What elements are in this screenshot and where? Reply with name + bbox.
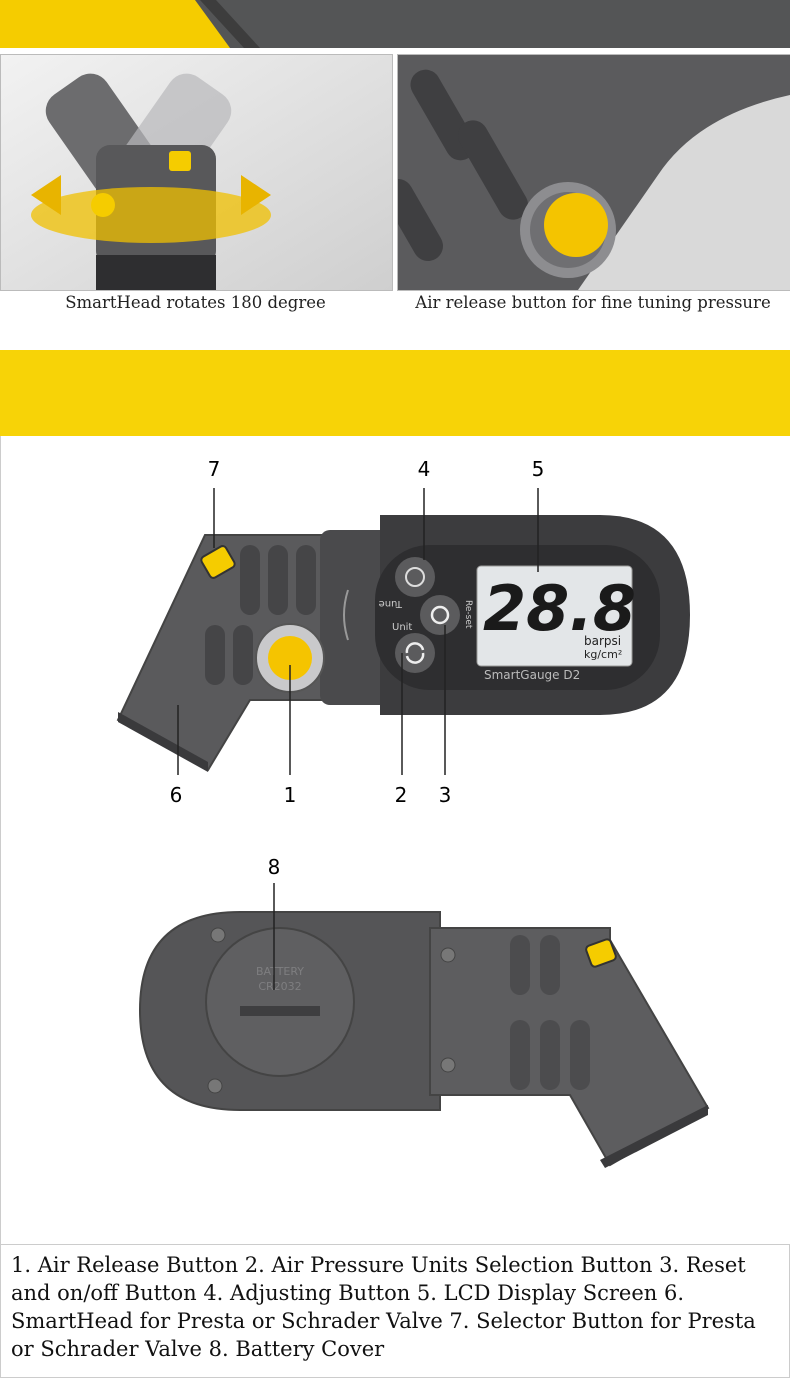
header-bar xyxy=(0,0,790,48)
front-view-diagram: Tune Unit Re-set 28.8 barpsi kg/cm² Smar… xyxy=(116,457,710,1168)
parts-description: 1. Air Release Button 2. Air Pressure Un… xyxy=(0,1244,790,1378)
air-release-photo xyxy=(397,54,790,291)
smarthead-caption: SmartHead rotates 180 degree xyxy=(65,293,326,312)
smarthead-photo xyxy=(0,54,393,291)
callout-4: 4 xyxy=(418,457,431,481)
battery-model: CR2032 xyxy=(258,980,301,993)
header-accent xyxy=(0,0,230,48)
callout-6: 6 xyxy=(170,783,183,807)
callout-3: 3 xyxy=(439,783,452,807)
reset-label: Re-set xyxy=(463,600,473,629)
callout-1: 1 xyxy=(284,783,297,807)
callout-2: 2 xyxy=(395,783,408,807)
yellow-banner xyxy=(0,350,790,436)
brand-label: SmartGauge D2 xyxy=(484,668,580,682)
callout-5: 5 xyxy=(532,457,545,481)
lcd-units-bottom: kg/cm² xyxy=(584,648,622,661)
callout-7: 7 xyxy=(208,457,221,481)
tune-label: Tune xyxy=(379,598,403,609)
lcd-readout: 28.8 xyxy=(483,572,636,645)
battery-label: BATTERY xyxy=(256,965,304,978)
air-release-caption: Air release button for fine tuning press… xyxy=(415,293,771,312)
unit-label: Unit xyxy=(392,622,412,633)
lcd-units-top: barpsi xyxy=(584,634,621,648)
callout-8: 8 xyxy=(268,855,281,879)
